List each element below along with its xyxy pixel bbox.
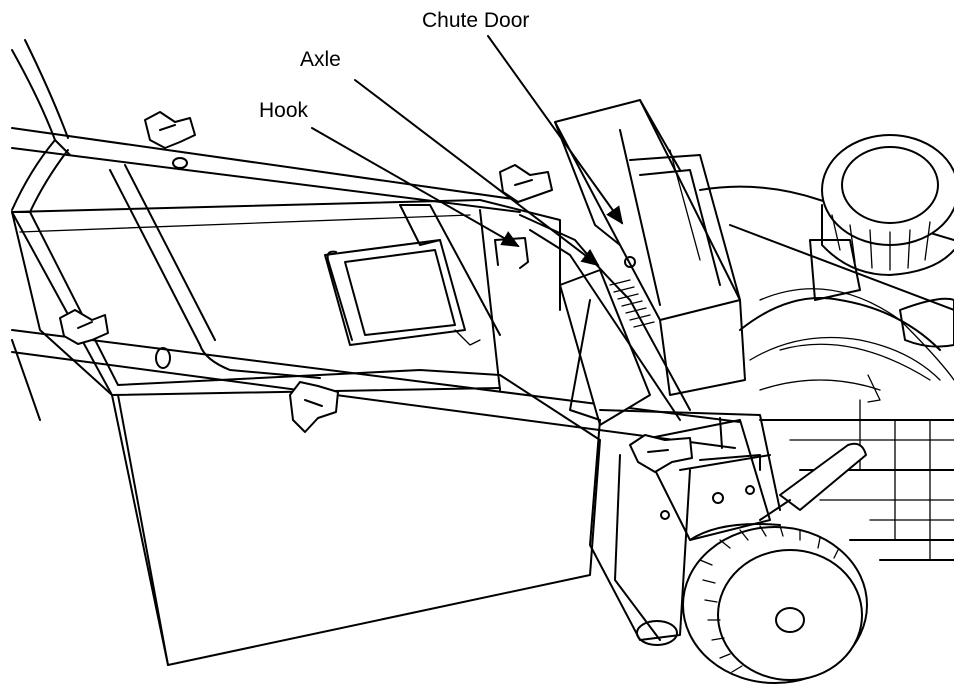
label-hook: Hook bbox=[259, 99, 309, 122]
mower-deck bbox=[699, 185, 954, 561]
axle-rod bbox=[519, 214, 691, 421]
callout-leaders bbox=[311, 35, 624, 267]
leader-chute-door bbox=[487, 35, 624, 225]
leader-hook bbox=[311, 127, 520, 247]
label-chute-door: Chute Door bbox=[422, 9, 530, 32]
height-adjust-lever bbox=[759, 442, 867, 521]
rear-frame bbox=[559, 269, 781, 646]
engine bbox=[809, 134, 954, 403]
leader-axle bbox=[354, 79, 600, 267]
rear-wheel bbox=[682, 523, 868, 684]
handle-knob-middle bbox=[289, 381, 339, 433]
handle-knob-lower-right bbox=[629, 434, 693, 473]
grass-catcher-bag bbox=[11, 199, 601, 666]
handle-knob-upper-left bbox=[144, 111, 196, 149]
chute-door bbox=[554, 99, 746, 396]
mower-handle bbox=[11, 39, 741, 449]
handle-knob-lower-left bbox=[59, 309, 109, 345]
label-axle: Axle bbox=[300, 48, 341, 71]
